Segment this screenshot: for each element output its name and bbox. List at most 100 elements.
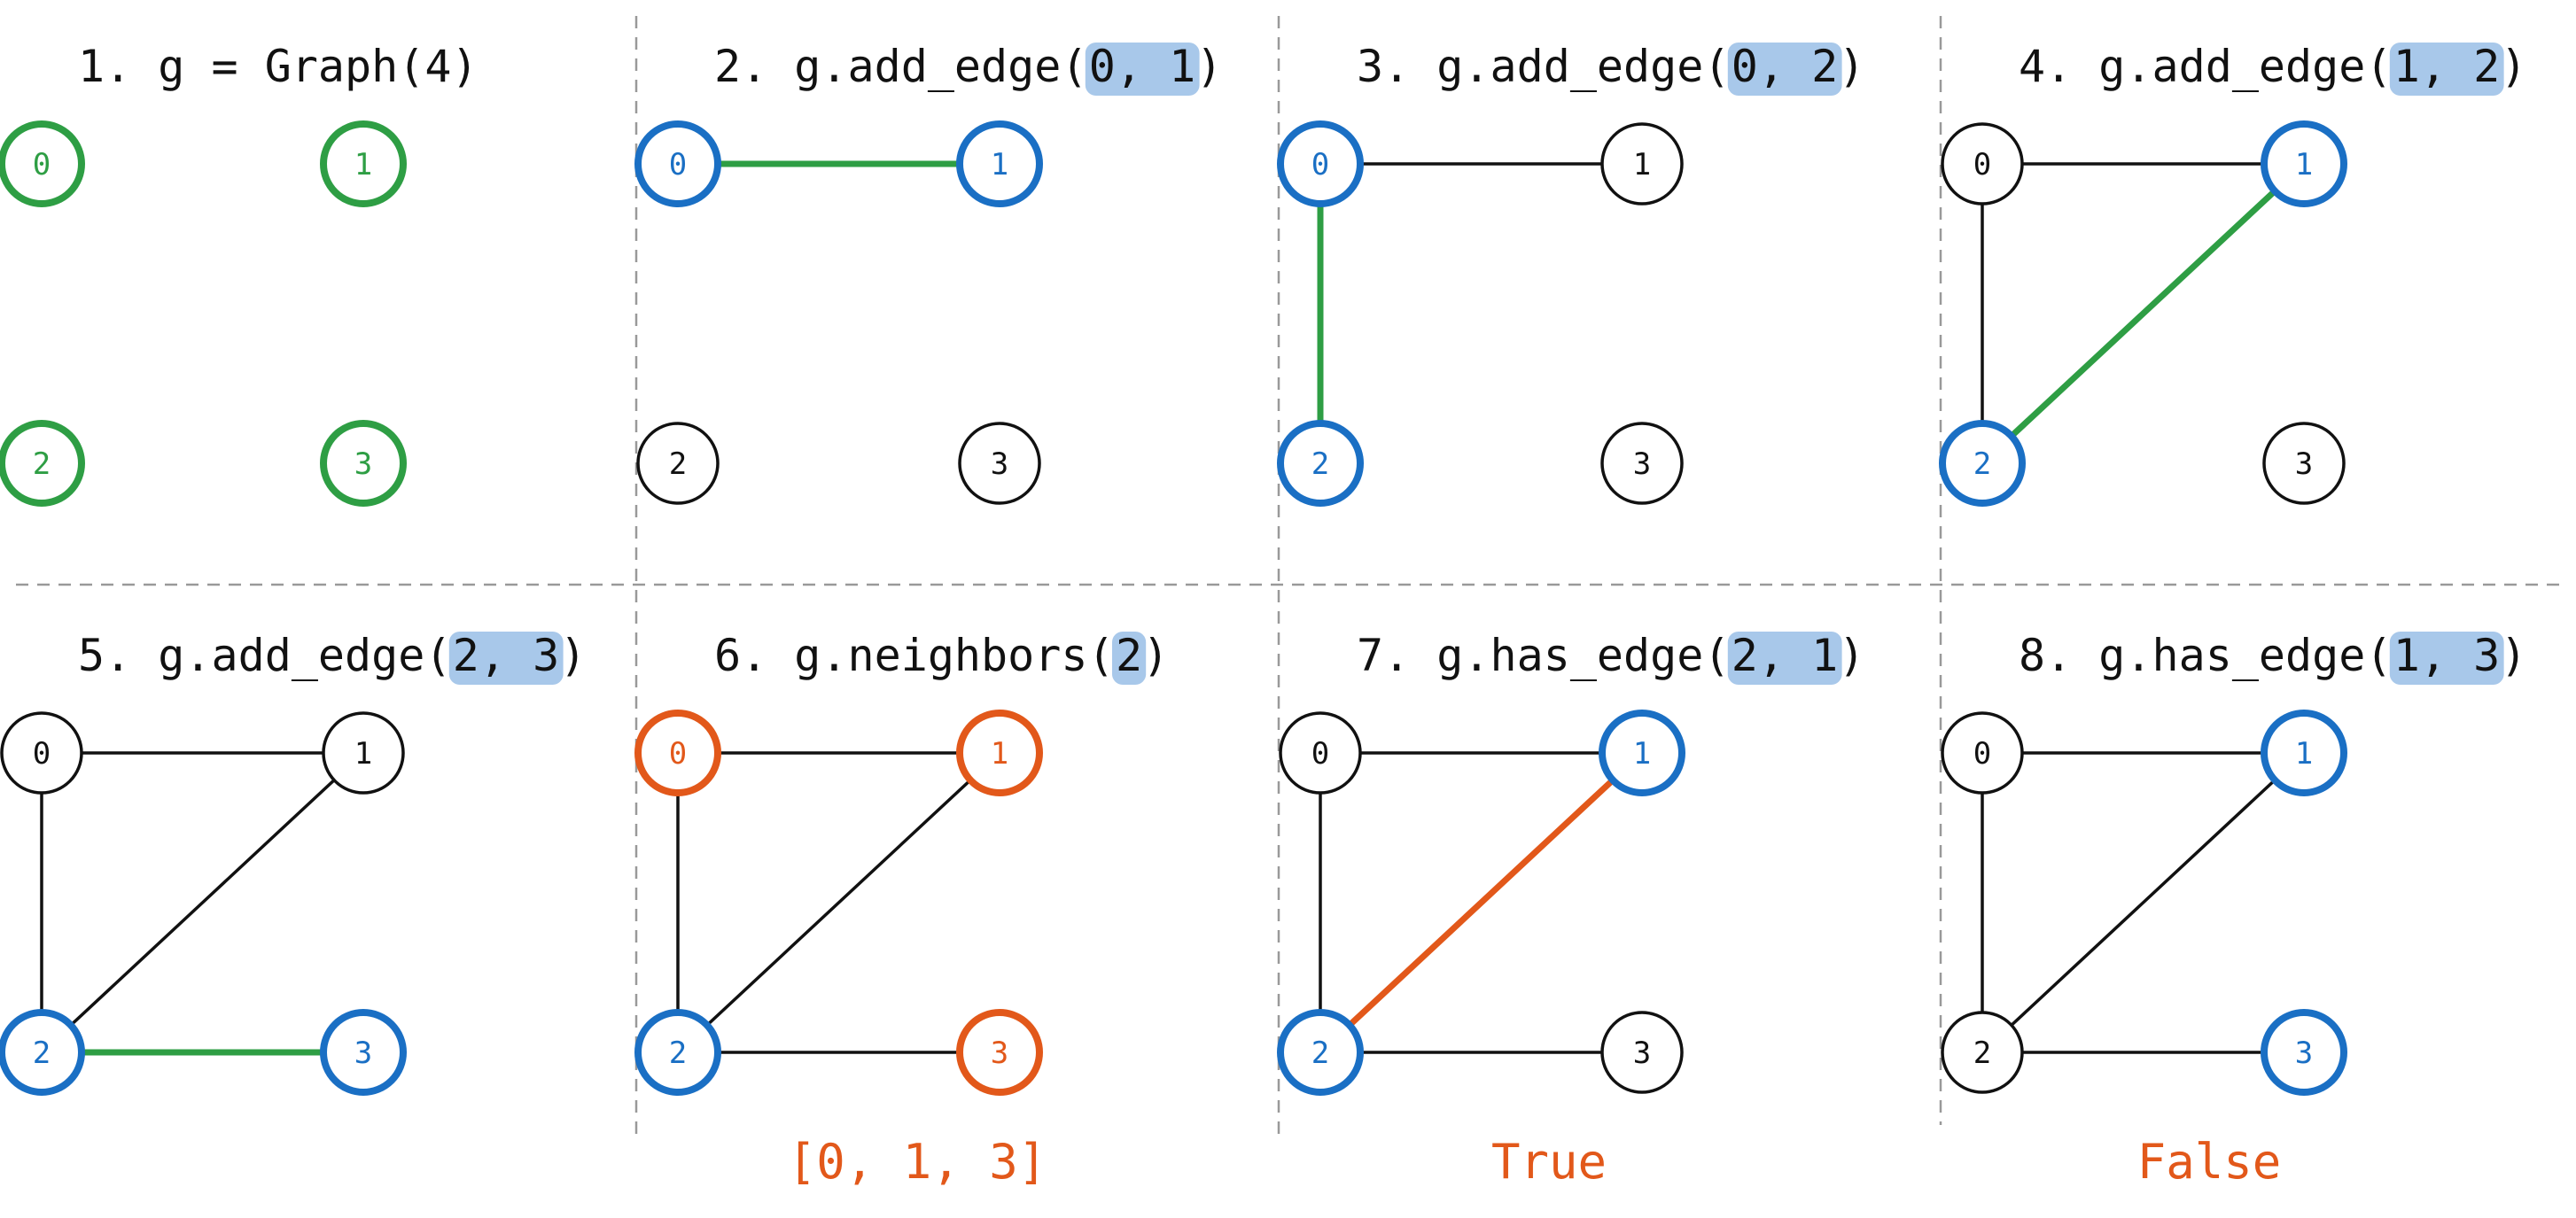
panel-title-text: ) (1839, 41, 1865, 92)
node-circle (1277, 1009, 1364, 1096)
node-circle (958, 422, 1041, 505)
node-circle (2261, 120, 2347, 207)
node-0: 0 (1279, 711, 1362, 795)
node-label: 3 (2295, 1036, 2313, 1071)
node-1: 1 (956, 120, 1043, 207)
node-0: 0 (1277, 120, 1364, 207)
node-label: 1 (2295, 736, 2313, 772)
node-label: 0 (1973, 147, 1991, 182)
node-label: 2 (33, 1036, 51, 1071)
node-label: 3 (1633, 446, 1651, 482)
node-circle (956, 120, 1043, 207)
panel-title-text: ) (1196, 41, 1223, 92)
node-label: 3 (991, 446, 1008, 482)
node-circle (634, 710, 721, 796)
panel-title-arguments: 2, 3 (453, 630, 559, 681)
panel-title-arguments: 0, 2 (1732, 41, 1838, 92)
node-0: 0 (634, 710, 721, 796)
panel-separators (16, 16, 2561, 1138)
edge-1-2 (2010, 778, 2276, 1028)
node-3: 3 (320, 420, 407, 507)
node-circle (322, 711, 405, 795)
node-label: 0 (1311, 147, 1329, 182)
node-circle (1599, 710, 1685, 796)
node-3: 3 (956, 1009, 1043, 1096)
edge-1-2 (705, 778, 972, 1028)
node-circle (634, 1009, 721, 1096)
node-circle (1600, 122, 1684, 206)
node-label: 3 (354, 1036, 372, 1071)
node-label: 1 (354, 736, 372, 772)
node-1: 1 (956, 710, 1043, 796)
node-circle (1279, 711, 1362, 795)
node-label: 3 (1633, 1036, 1651, 1071)
panel-title-text: ) (2501, 41, 2527, 92)
node-label: 3 (2295, 446, 2313, 482)
node-2: 2 (1941, 1011, 2024, 1094)
node-label: 1 (2295, 147, 2313, 182)
panel-title-text: 1. g = Graph(4) (78, 41, 479, 92)
node-label: 1 (991, 147, 1008, 182)
node-circle (1941, 122, 2024, 206)
argument-highlight (1727, 43, 1842, 96)
node-2: 2 (0, 1009, 85, 1096)
panel-title-text: ) (2501, 630, 2527, 681)
node-circle (1277, 120, 1364, 207)
result-label: [0, 1, 3] (788, 1134, 1047, 1190)
node-label: 0 (1973, 736, 1991, 772)
panel-title-text: 5. g.add_edge( (78, 630, 451, 681)
node-label: 0 (33, 736, 51, 772)
argument-highlight (1085, 43, 1200, 96)
node-circle (2261, 710, 2347, 796)
panel-title-text: 8. g.has_edge( (2019, 630, 2392, 681)
node-label: 3 (354, 446, 372, 482)
node-circle (0, 420, 85, 507)
node-3: 3 (2261, 1009, 2347, 1096)
node-label: 3 (991, 1036, 1008, 1071)
node-label: 2 (669, 1036, 687, 1071)
panel-title-arguments: 2 (1116, 630, 1142, 681)
argument-highlight (2389, 632, 2504, 685)
node-circle (956, 710, 1043, 796)
node-1: 1 (2261, 120, 2347, 207)
node-label: 1 (1633, 736, 1651, 772)
node-label: 2 (1311, 1036, 1329, 1071)
node-2: 2 (1277, 1009, 1364, 1096)
node-1: 1 (2261, 710, 2347, 796)
argument-highlight (1727, 632, 1842, 685)
panel-title-text: 7. g.has_edge( (1357, 630, 1730, 681)
node-label: 0 (1311, 736, 1329, 772)
node-2: 2 (634, 1009, 721, 1096)
node-1: 1 (1599, 710, 1685, 796)
node-circle (2261, 1009, 2347, 1096)
node-circle (1939, 420, 2026, 507)
node-circle (1277, 420, 1364, 507)
node-label: 1 (354, 147, 372, 182)
node-0: 0 (1941, 122, 2024, 206)
node-1: 1 (320, 120, 407, 207)
node-label: 2 (1973, 446, 1991, 482)
node-2: 2 (0, 420, 85, 507)
node-circle (0, 711, 83, 795)
node-0: 0 (0, 711, 83, 795)
argument-highlight (1112, 632, 1147, 685)
edge-1-2 (2008, 188, 2278, 439)
node-circle (0, 1009, 85, 1096)
panel-title-text: 2. g.add_edge( (714, 41, 1087, 92)
node-3: 3 (2262, 422, 2346, 505)
node-circle (320, 1009, 407, 1096)
node-circle (1600, 422, 1684, 505)
node-label: 0 (669, 147, 687, 182)
node-3: 3 (1600, 422, 1684, 505)
node-1: 1 (1600, 122, 1684, 206)
node-label: 2 (33, 446, 51, 482)
node-circle (320, 120, 407, 207)
result-label: True (1491, 1134, 1607, 1190)
